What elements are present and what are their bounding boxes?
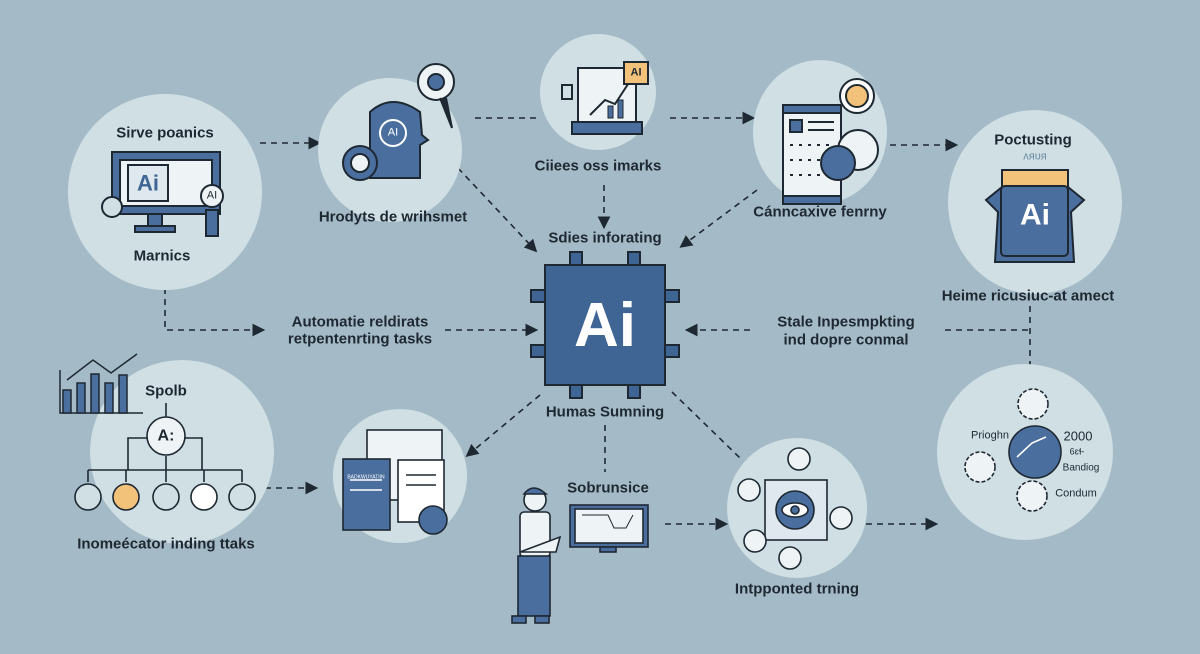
tablet-label: Cánncaxive fenrny xyxy=(753,203,887,221)
tablet-document-icon xyxy=(782,78,879,205)
monitor-title: Sirve poanics xyxy=(116,124,214,142)
org-chart-icon xyxy=(74,403,256,511)
robot-subtitle: ᴧᴙᴜᴙ xyxy=(1023,150,1047,163)
eye-label: Intpponted trning xyxy=(734,580,860,598)
eye-network-icon xyxy=(737,447,853,570)
monitor-badge-text: AI xyxy=(206,189,218,202)
analytics-badge-text: AI xyxy=(630,66,642,79)
gears-label-5: Condum xyxy=(1055,487,1097,500)
person-presenting-icon xyxy=(511,487,649,624)
center-chip-text: Ai xyxy=(574,290,636,360)
docs-header-text: BADKWUYATIIN xyxy=(347,474,385,481)
arrow-monitor-to-tasks xyxy=(164,288,266,337)
center-top-label: Sdies inforating xyxy=(548,229,662,247)
gears-label-1: Prioghn xyxy=(971,429,1009,442)
analytics-label: Ciiees oss imarks xyxy=(534,157,662,175)
gears-label-4: Bandiog xyxy=(1062,462,1100,474)
arrow-tablet-to-center xyxy=(679,189,758,248)
gears-network-icon xyxy=(964,388,1062,512)
arrow-head-to-center xyxy=(457,167,538,253)
org-hub-text: A: xyxy=(157,427,175,445)
robot-label: Heime ricusiuc-at amect xyxy=(941,287,1115,305)
right-edge-label-line2: ind dopre conmal xyxy=(783,331,909,349)
org-label: Inomeécator inding ttaks xyxy=(77,535,255,553)
ai-head-icon xyxy=(342,63,455,181)
ai-chip-icon xyxy=(530,251,680,399)
org-title: Spolb xyxy=(145,382,187,400)
documents-icon xyxy=(342,429,448,535)
connector-center-to-eye xyxy=(671,391,741,459)
connectors xyxy=(164,111,1031,531)
center-bottom-label: Humas Sumning xyxy=(545,403,665,421)
monitor-label: Marnics xyxy=(133,247,191,265)
monitor-ai-icon xyxy=(101,151,224,237)
laptop-chart-icon xyxy=(561,61,649,135)
left-edge-label-line1: Automatie reldirats xyxy=(291,313,429,331)
gears-label-2: 2000 xyxy=(1063,428,1093,444)
bar-chart-icon xyxy=(59,353,143,414)
ai-robot-icon xyxy=(984,169,1086,263)
robot-title: Poctusting xyxy=(994,131,1072,149)
left-edge-label-line2: retpentenrting tasks xyxy=(287,330,433,348)
arrow-center-to-docs xyxy=(465,394,541,458)
robot-screen-text: Ai xyxy=(1020,198,1050,232)
head-label: Hrodyts de wrihsmet xyxy=(318,208,468,226)
person-title: Sobrunsice xyxy=(567,479,649,497)
gears-label-3: 6ɛɬ- xyxy=(1069,446,1085,457)
right-edge-label-line1: Stale Inpesmpkting xyxy=(777,313,915,331)
monitor-screen-text: Ai xyxy=(137,170,159,196)
head-badge-text: AI xyxy=(387,126,399,139)
